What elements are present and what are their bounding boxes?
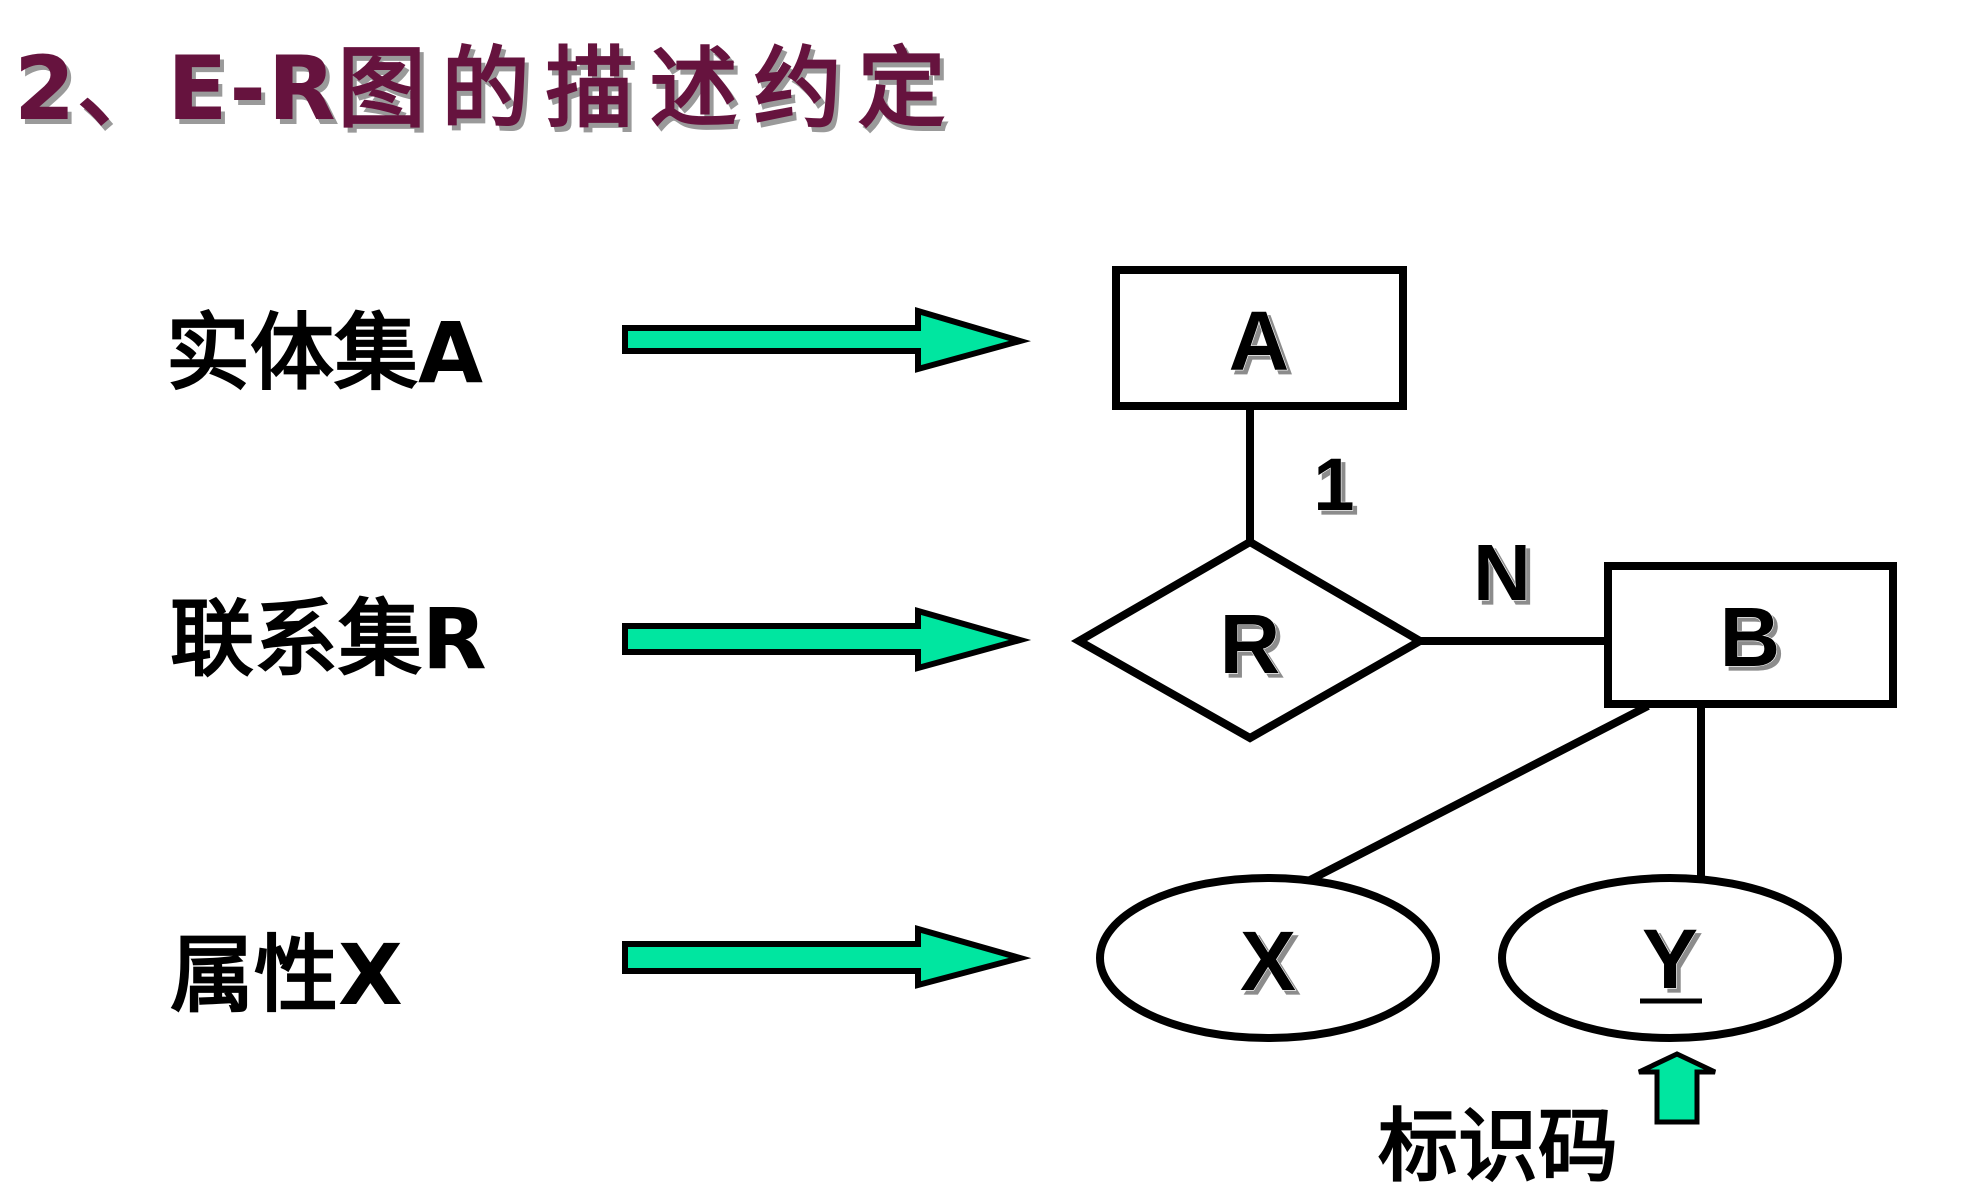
label-relationship-set: 联系集R [170, 590, 487, 688]
attribute-x-ellipse [1096, 874, 1440, 1042]
label-attribute: 属性X [170, 926, 403, 1024]
entity-b-box [1604, 562, 1897, 708]
attribute-y-label: Y [1642, 912, 1698, 1006]
relationship-r-diamond [1070, 537, 1429, 743]
slide-title: 2、E-R图的描述约定 [14, 18, 962, 145]
line-b-to-x [1308, 702, 1650, 884]
attribute-y-ellipse [1498, 874, 1842, 1042]
attribute-x-label: X [1240, 914, 1296, 1008]
arrow-entity [622, 306, 1031, 373]
key-label: 标识码 [1378, 1100, 1618, 1193]
key-up-arrow [1637, 1051, 1717, 1125]
arrow-attribute [622, 925, 1032, 989]
cardinality-one: 1 [1313, 443, 1354, 526]
entity-b-label: B [1720, 590, 1781, 684]
entity-a-label: A [1229, 294, 1290, 388]
title-prefix: 2、E-R [14, 37, 338, 140]
cardinality-n: N [1473, 528, 1531, 617]
label-entity-set: 实体集A [166, 304, 484, 402]
relationship-r-label: R [1220, 597, 1281, 691]
arrow-relationship [622, 607, 1032, 672]
entity-a-box [1112, 266, 1407, 410]
title-suffix: 图的描述约定 [337, 36, 962, 140]
